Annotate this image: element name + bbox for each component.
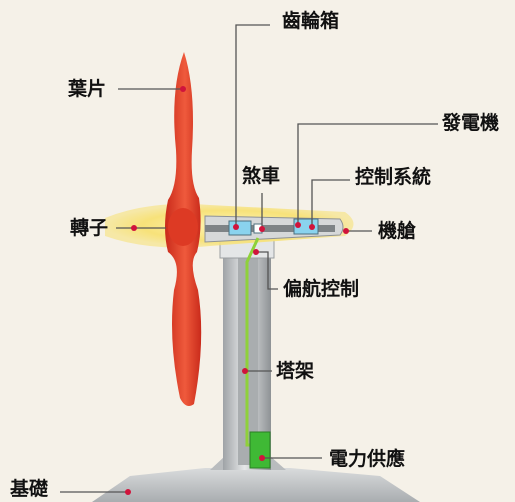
power-supply-box (249, 431, 271, 469)
label-rotor: 轉子 (70, 217, 109, 239)
label-power-supply: 電力供應 (329, 448, 406, 470)
dot-power (259, 455, 265, 461)
dot-blade (180, 86, 186, 92)
label-brake: 煞車 (242, 165, 281, 187)
main-shaft (205, 225, 335, 232)
label-gearbox: 齒輪箱 (282, 10, 340, 32)
leader-yaw (256, 251, 278, 290)
dot-tower (242, 368, 248, 374)
dot-control (309, 224, 315, 230)
leader-gearbox (235, 24, 270, 226)
rotor-hub (168, 208, 198, 246)
dot-brake (259, 226, 265, 232)
label-blade: 葉片 (68, 78, 107, 100)
label-nacelle: 機艙 (378, 220, 417, 242)
label-yaw-control: 偏航控制 (283, 278, 360, 300)
foundation-base (92, 468, 420, 502)
dot-yaw (253, 249, 259, 255)
dot-rotor (131, 225, 137, 231)
label-generator: 發電機 (442, 112, 500, 134)
dot-nacelle (343, 228, 349, 234)
leader-control (311, 179, 350, 226)
dot-generator (295, 222, 301, 228)
leader-generator (297, 123, 438, 224)
dot-gearbox (233, 224, 239, 230)
dot-foundation (125, 489, 131, 495)
label-tower: 塔架 (276, 360, 315, 382)
gearbox-part (228, 220, 252, 236)
label-foundation: 基礎 (10, 478, 49, 500)
label-control-system: 控制系統 (355, 166, 432, 188)
